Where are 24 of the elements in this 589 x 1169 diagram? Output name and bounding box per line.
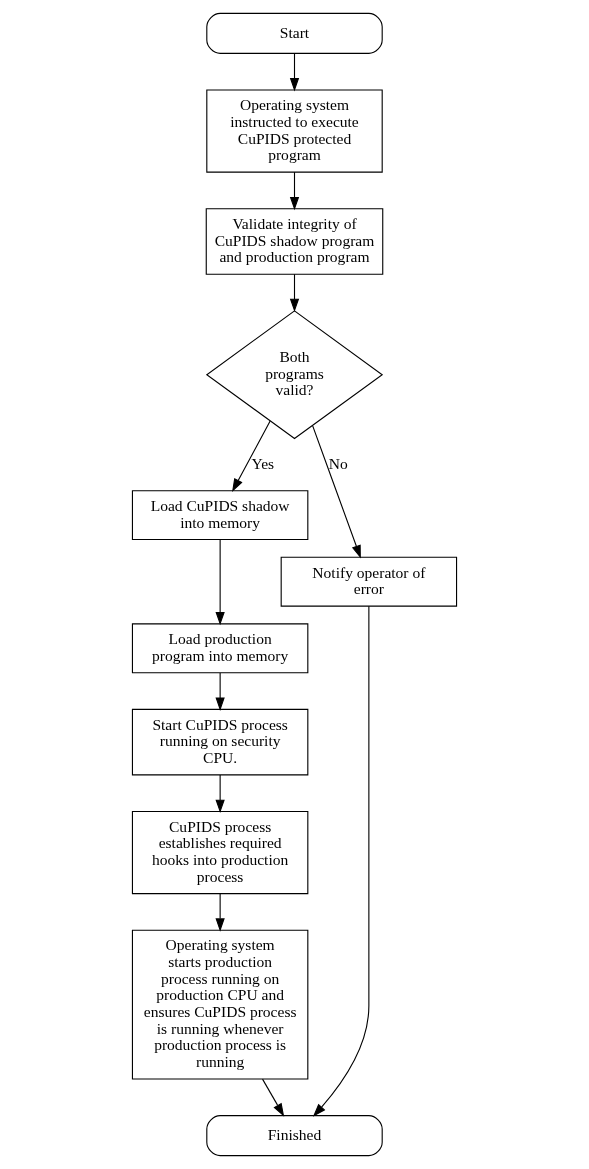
arrow [215,539,225,626]
arrow [289,171,300,211]
arrow [261,1078,285,1117]
node-box: CuPIDS process establishes required hooks into production process [131,810,309,895]
node-box: Validate integrity of CuPIDS shadow program and production program [205,208,384,275]
edge-label: Yes [251,454,275,472]
node-box: Load CuPIDS shadow into memory [131,490,309,541]
node-box: Start CuPIDS process running on security CPU. [131,708,309,776]
arrow [312,425,361,559]
arrow [215,774,225,814]
node-box: Operating system instructed to execute CuPIDS protected program [206,89,383,173]
node-box: Finished [206,1115,383,1157]
arrow [215,672,225,711]
arrow [312,605,370,1117]
arrow [232,420,271,492]
arrow [289,53,300,92]
node-box: Start [206,12,383,54]
node-box: Notify operator of error [280,556,458,607]
arrow [289,273,300,313]
node-box: Operating system starts production process running on production CPU and ensures CuPIDS process is running whenever production process is running [131,929,309,1080]
node-diamond: Both programs valid? [205,310,384,440]
edge-label: No [328,454,348,472]
node-box: Load production program into memory [131,623,309,674]
arrow [215,893,225,932]
